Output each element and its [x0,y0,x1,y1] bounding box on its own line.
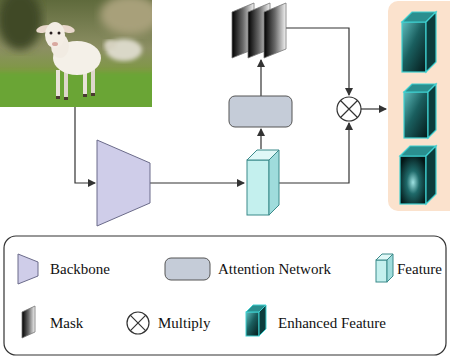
legend-multiply-sample [127,312,149,334]
mask-symbols [232,3,286,58]
lamb-leg [91,68,95,95]
flow-arrow [75,107,95,183]
enhanced-front [400,156,426,204]
enhanced-side [426,146,436,204]
photo-grass [0,72,152,107]
input-photo [0,0,152,107]
enhanced-side [428,84,436,138]
flow-arrow [361,108,386,109]
enhanced-feature-symbols [400,12,436,204]
legend-enhanced-sample [246,305,266,336]
lamb-head [45,22,65,48]
legend-feature-sample [376,254,393,282]
legend-entry: Attention Network [218,260,331,278]
backbone-symbol [97,140,150,226]
output-panel [388,1,450,211]
mask-symbol [264,3,286,58]
legend-attention-sample [165,258,210,280]
photo-light [100,0,152,35]
flow-arrow [260,60,261,96]
enhanced-front [404,92,428,138]
legend-label: Enhanced Feature [278,315,386,331]
multiply-circle [337,97,361,121]
legend-entry: Mask [50,314,83,332]
legend-label: Multiply [158,315,211,331]
legend-mask-sample [22,306,35,338]
lamb-hoof [83,94,87,97]
enhanced-front [402,22,426,72]
flow-arrow [279,123,349,183]
legend-feature-front [376,260,387,282]
legend-entry: Multiply [158,314,211,332]
lamb-nose [52,42,58,46]
feature-side [269,150,279,215]
lamb-eye [50,32,53,35]
background-sheep [104,40,116,50]
multiply-symbol [337,97,361,121]
legend-feature-side [387,254,393,282]
feature-front [247,160,269,215]
attention-network-symbol [229,96,292,127]
legend-label: Attention Network [218,261,331,277]
legend-multiply-circle [127,312,149,334]
flow-arrow [260,129,261,149]
photo-tree [0,0,42,50]
legend-entry: Enhanced Feature [278,314,386,332]
legend-entry: Backbone [50,260,110,278]
legend-frame [4,236,446,355]
lamb-eye [58,32,61,35]
lamb-hoof [56,96,60,99]
flow-arrow [150,182,244,183]
lamb-leg [64,72,68,99]
legend-backbone-sample [18,254,38,284]
feature-symbol [247,150,279,215]
legend-multiply-cross [130,315,146,331]
lamb-hoof [91,93,95,96]
lamb-leg [56,70,60,98]
lamb [35,22,101,100]
enhanced-side [426,12,436,72]
flow-arrow [286,28,349,95]
legend-entry: Feature [397,260,442,278]
legend-enhanced-side [259,305,266,336]
legend-label: Mask [50,315,83,331]
multiply-cross [341,101,358,118]
legend-label: Backbone [50,261,110,277]
input-photo [0,0,162,117]
legend-enhanced-front [246,312,259,336]
legend-label: Feature [397,261,442,277]
lamb-hoof [64,97,68,100]
